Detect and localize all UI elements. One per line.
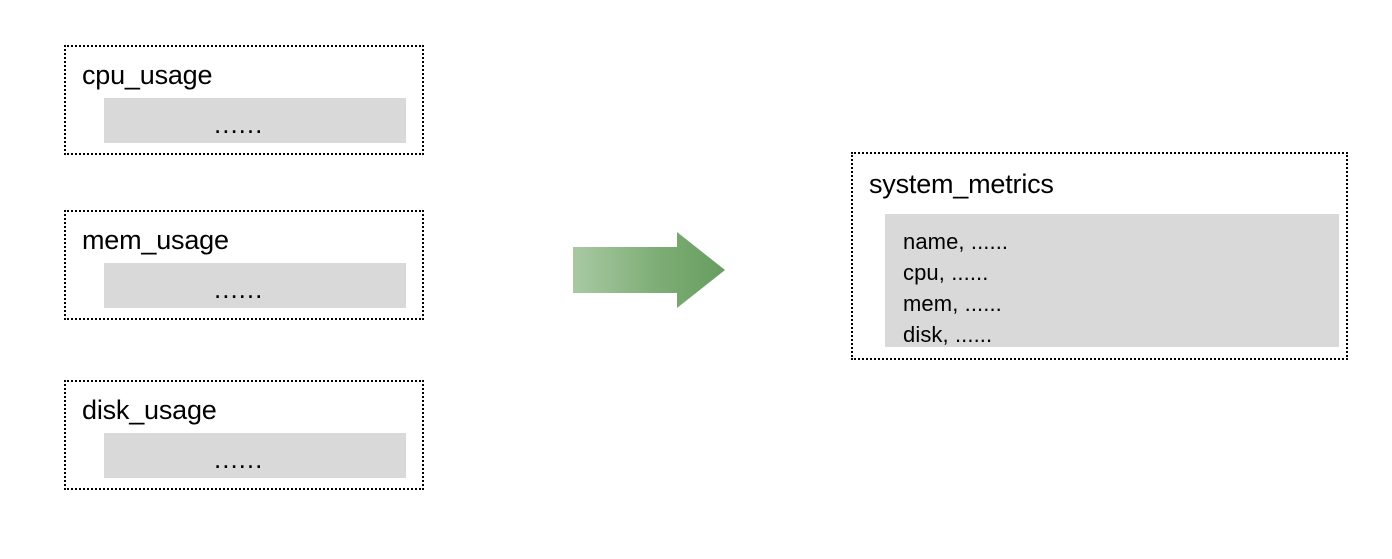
field-row: name, ......	[903, 229, 1009, 254]
field-row: cpu, ......	[903, 260, 989, 285]
source-entity-title: mem_usage	[82, 225, 229, 255]
ellipsis-placeholder: ......	[214, 109, 264, 139]
target-entity-body: name, ...... cpu, ...... mem, ...... dis…	[885, 214, 1339, 347]
source-entity-body: ......	[104, 98, 406, 143]
source-entity-title: disk_usage	[82, 395, 217, 425]
ellipsis-placeholder: ......	[214, 444, 264, 474]
source-entity-body: ......	[104, 263, 406, 308]
ellipsis-placeholder: ......	[214, 274, 264, 304]
field-row: mem, ......	[903, 291, 1002, 316]
source-entity-body: ......	[104, 433, 406, 478]
source-entity-title: cpu_usage	[82, 60, 213, 90]
source-entity-mem-usage[interactable]: mem_usage ......	[64, 210, 424, 320]
target-entity-system-metrics[interactable]: system_metrics name, ...... cpu, ...... …	[851, 152, 1348, 360]
source-entity-disk-usage[interactable]: disk_usage ......	[64, 380, 424, 490]
source-entity-cpu-usage[interactable]: cpu_usage ......	[64, 45, 424, 155]
target-entity-title: system_metrics	[869, 169, 1054, 199]
field-row: disk, ......	[903, 322, 993, 347]
right-arrow-icon	[573, 232, 725, 308]
